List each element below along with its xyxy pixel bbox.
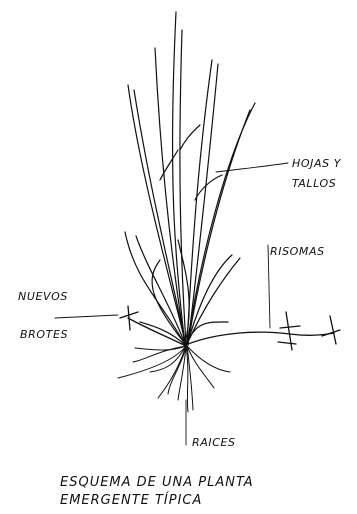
roots <box>118 346 230 412</box>
rhizome <box>120 306 340 350</box>
leaves-and-stems <box>125 12 255 346</box>
leader-lines <box>55 163 288 445</box>
caption-line1: ESQUEMA DE UNA PLANTA <box>60 475 254 490</box>
new-shoots-label-line2: BROTES <box>20 328 68 341</box>
leaves-label-line2: TALLOS <box>292 177 336 190</box>
rhizomes-label: RISOMAS <box>270 245 325 258</box>
caption-line2: EMERGENTE TÍPICA <box>60 492 202 508</box>
leaves-label-line1: HOJAS Y <box>292 157 342 170</box>
roots-label: RAICES <box>192 436 236 449</box>
new-shoots-label-line1: NUEVOS <box>18 290 68 303</box>
